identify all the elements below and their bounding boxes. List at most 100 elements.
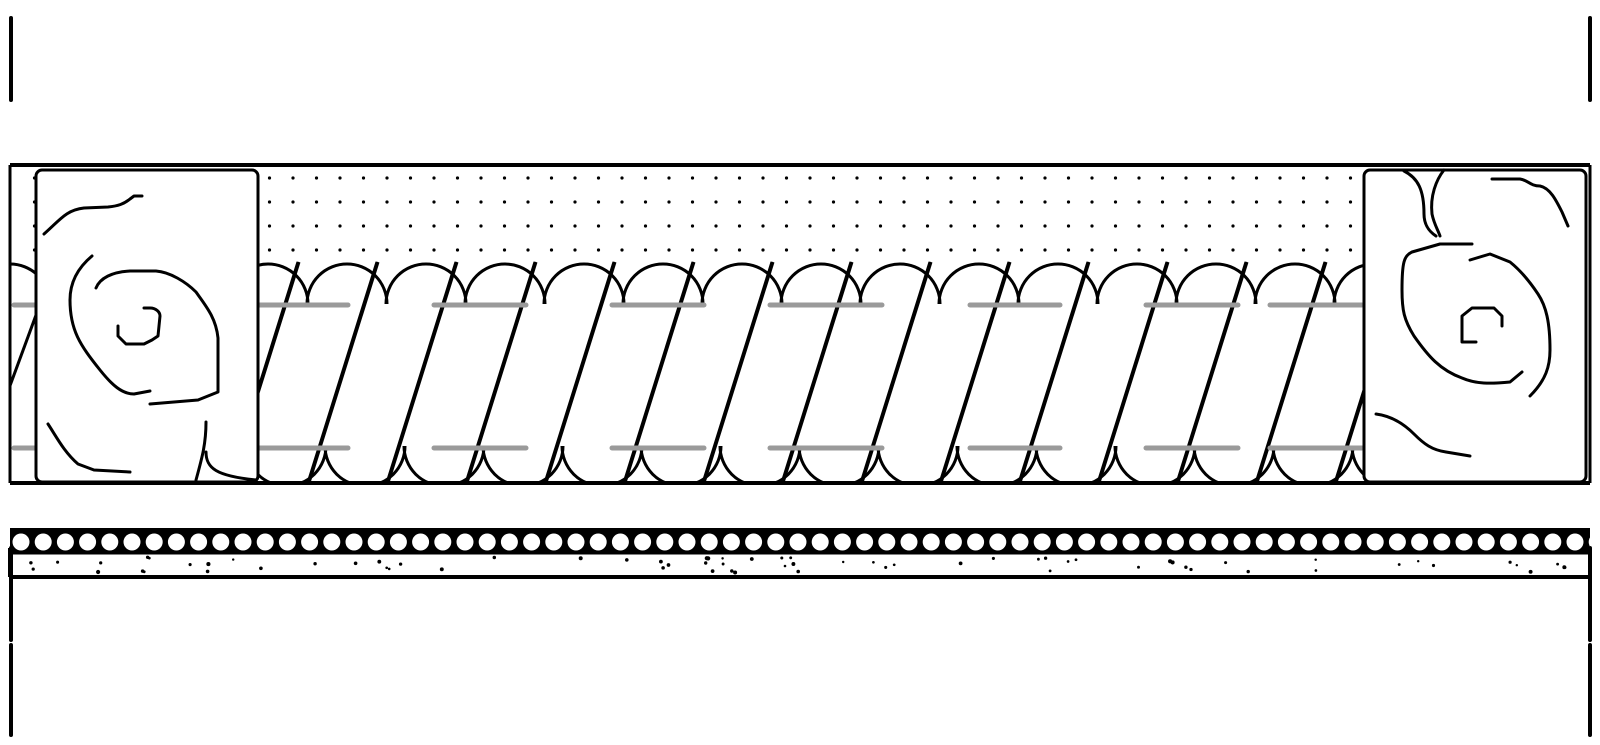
speckle-dot	[1397, 563, 1401, 566]
batt-diagonal	[306, 261, 379, 482]
speckle-dot	[661, 566, 665, 570]
pebble	[56, 533, 74, 551]
speckle-dot	[96, 569, 101, 575]
speckle-dot	[991, 556, 995, 560]
speckle-dot	[1037, 557, 1040, 561]
batt-arc-top	[384, 262, 468, 305]
pebble	[167, 533, 185, 551]
pebble	[1233, 533, 1251, 551]
pebble	[1477, 533, 1495, 551]
pebble	[367, 533, 385, 551]
speckle-dot	[884, 565, 888, 569]
batt-arc-top	[542, 262, 626, 305]
pebble	[1499, 533, 1517, 551]
pebble	[833, 533, 851, 551]
batt-diagonal	[385, 261, 458, 482]
speckle-dot	[789, 556, 793, 560]
speckle-dot	[704, 556, 709, 561]
pebble	[456, 533, 474, 551]
pebble	[545, 533, 563, 551]
batt-insulation-left-stub	[10, 262, 36, 391]
pebble	[345, 533, 363, 551]
batt-diagonal	[938, 261, 1011, 482]
pebble	[1211, 533, 1229, 551]
pebble	[611, 533, 629, 551]
speckle-dot	[704, 561, 708, 565]
batt-diagonal	[701, 261, 774, 482]
pebble	[745, 533, 763, 551]
batt-diagonal	[258, 261, 300, 396]
speckle-dot	[1416, 559, 1420, 563]
speckle-dot	[206, 562, 211, 567]
speckle-dot	[749, 557, 754, 561]
pebble	[278, 533, 296, 551]
pebble	[656, 533, 674, 551]
floor-assembly	[8, 163, 1592, 485]
batt-arc-bottom	[481, 445, 565, 482]
speckle-dot	[1314, 558, 1317, 561]
left-joist-body	[34, 168, 260, 484]
speckle-dot	[1048, 569, 1052, 573]
pebble	[878, 533, 896, 551]
pebble	[145, 533, 163, 551]
pebble	[1300, 533, 1318, 551]
pebble	[1277, 533, 1295, 551]
speckle-dot	[259, 566, 263, 571]
batt-arc-bottom	[1192, 445, 1276, 482]
speckle-dot	[56, 560, 60, 564]
pebble	[589, 533, 607, 551]
pebble	[301, 533, 319, 551]
pebble	[101, 533, 119, 551]
speckle-dot	[1074, 558, 1078, 562]
pebble	[1189, 533, 1207, 551]
pebble	[989, 533, 1007, 551]
speckle-dot	[733, 570, 738, 575]
batt-arc-top	[258, 262, 310, 305]
pebble	[856, 533, 874, 551]
pebble	[234, 533, 252, 551]
speckle-dot	[313, 562, 317, 566]
speckle-dot	[377, 559, 382, 564]
pebble	[1255, 533, 1273, 551]
pebble	[811, 533, 829, 551]
speckle-dot	[1508, 560, 1512, 564]
batt-diagonal	[1175, 261, 1248, 482]
speckle-dot	[1556, 562, 1560, 566]
speckle-dot	[1563, 566, 1567, 569]
pebble	[1366, 533, 1384, 551]
batt-diagonal	[10, 310, 36, 391]
pebble	[389, 533, 407, 551]
batt-arc-top	[1253, 262, 1337, 305]
pebble	[1011, 533, 1029, 551]
speckle-dot	[142, 570, 146, 574]
speckle-dot	[841, 560, 845, 564]
speckle-dot	[783, 564, 787, 568]
pebble	[500, 533, 518, 551]
batt-arc-top	[779, 262, 863, 305]
pebble	[722, 533, 740, 551]
speckle-dot	[872, 560, 875, 564]
batt-arc-bottom	[1350, 445, 1364, 477]
speckle-dot	[730, 569, 734, 573]
pebble	[1388, 533, 1406, 551]
batt-insulation	[258, 261, 1364, 482]
batt-arc-bottom	[402, 445, 486, 482]
speckle-dot	[439, 567, 444, 572]
pebble	[1033, 533, 1051, 551]
speckle-dot	[710, 569, 715, 573]
speckle-dot	[205, 569, 210, 574]
speckle-dot	[958, 561, 963, 566]
batt-arc-bottom	[876, 445, 960, 482]
batt-arc-bottom	[560, 445, 644, 482]
dotted-fill	[258, 170, 1364, 264]
pebble	[1078, 533, 1096, 551]
batt-arc-bottom	[955, 445, 1039, 482]
pebble	[922, 533, 940, 551]
batt-diagonal	[1017, 261, 1090, 482]
batt-diagonal	[1254, 261, 1327, 482]
speckle-dot	[1314, 569, 1318, 572]
batt-arc-top	[1095, 262, 1179, 305]
right-joist-body	[1362, 168, 1588, 484]
batt-arc-bottom	[1271, 445, 1355, 482]
